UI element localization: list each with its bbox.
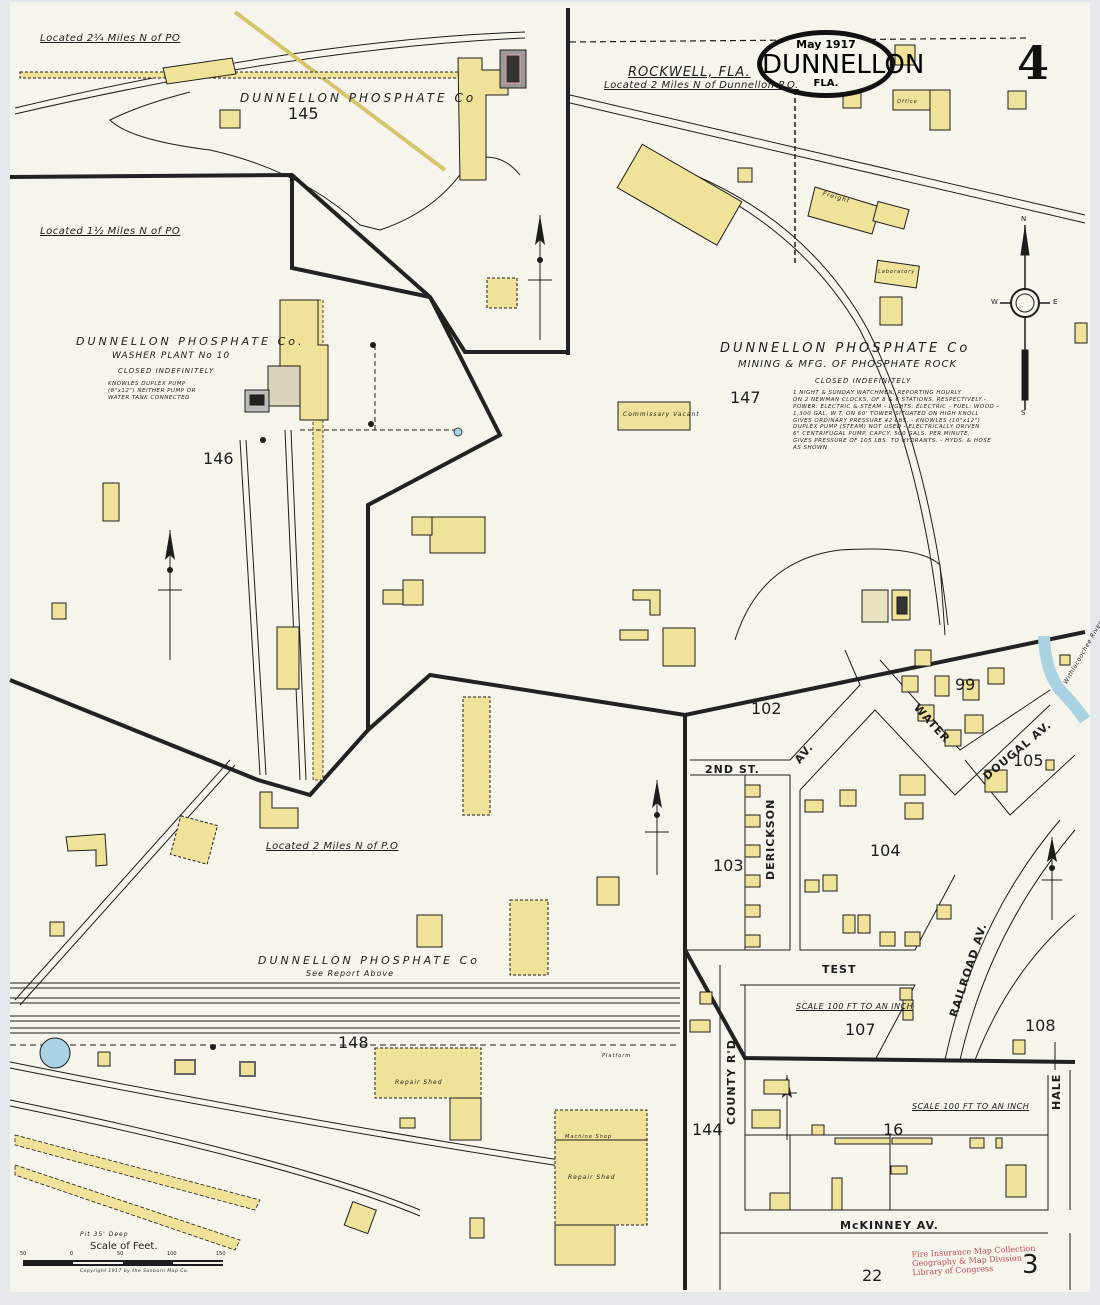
status-147: CLOSED INDEFINITELY [815,377,912,385]
pit-note: Pit 35' Deep [80,1231,129,1238]
scale-note-16: SCALE 100 FT TO AN INCH [912,1102,1030,1111]
washer-plant-10-title: WASHER PLANT No 10 [112,351,231,361]
washer-plant-10-note: KNOWLES DUPLEX PUMP (8"x12") NEITHER PUM… [108,381,196,401]
sheet-number: 4 [1017,36,1050,90]
block-16: 16 [883,1120,904,1139]
location-note-2mi: Located 2 Miles N of P.O [266,841,399,852]
adjoining-sheet-number: 3 [1022,1250,1039,1280]
block-99: 99 [955,675,976,694]
see-report-note: See Report Above [306,969,394,978]
state-name: FLA. [813,78,839,89]
block-104: 104 [870,841,901,860]
compass-east: E [1053,298,1058,306]
block-102: 102 [751,699,782,718]
block-145: 145 [288,104,319,123]
company-label-145: DUNNELLON PHOSPHATE Co [240,91,477,105]
street-hale: HALE [1050,1073,1063,1110]
block-108: 108 [1025,1016,1056,1035]
street-mckinney-av: McKINNEY AV. [840,1219,939,1232]
map-sheet [10,2,1090,1292]
street-derickson: DERICKSON [764,798,777,880]
block-146: 146 [203,449,234,468]
building-repair-shed-1: Repair Shed [395,1079,443,1086]
company-subtitle-147: MINING & MFG. OF PHOSPHATE ROCK [738,359,958,370]
building-commissary: Commissary Vacant [623,411,700,418]
street-2nd-st: 2ND ST. [705,763,760,776]
block-22: 22 [862,1266,883,1285]
block-105: 105 [1013,751,1044,770]
location-note-2-25mi: Located 2¼ Miles N of PO [40,33,181,44]
building-laboratory: Laboratory [878,269,916,275]
block-107: 107 [845,1020,876,1039]
building-office: Office [897,99,918,105]
fire-report-147: 1 NIGHT & SUNDAY WATCHMEN, REPORTING HOU… [793,390,999,451]
scale-note-107: SCALE 100 FT TO AN INCH [796,1002,914,1011]
compass-north: N [1021,215,1027,223]
compass-west: W [991,298,998,306]
block-103: 103 [713,856,744,875]
scale-tick-50l: 50 [20,1251,27,1257]
street-test: TEST [822,963,857,976]
company-label-148: DUNNELLON PHOSPHATE Co [258,954,480,967]
town-name: DUNNELLON [762,50,925,80]
building-repair-shed-2: Repair Shed [568,1174,616,1181]
rockwell-place: ROCKWELL, FLA. [628,65,751,80]
washer-plant-10-status: CLOSED INDEFINITELY [118,367,215,375]
company-label-146: DUNNELLON PHOSPHATE Co. [76,335,305,348]
compass-south: S [1021,409,1026,417]
block-148: 148 [338,1033,369,1052]
building-platform: Platform [602,1053,632,1059]
company-label-147: DUNNELLON PHOSPHATE Co [720,341,971,356]
scale-tick-100: 100 [167,1251,177,1257]
location-note-1-5mi: Located 1½ Miles N of PO [40,226,181,237]
map-date: May 1917 [796,38,856,51]
scale-title: Scale of Feet. [90,1241,158,1252]
scale-tick-50: 50 [117,1251,124,1257]
block-147: 147 [730,388,761,407]
map-title-cartouche: May 1917 DUNNELLON FLA. [757,30,925,98]
copyright: Copyright 1917 by the Sanborn Map Co. [80,1269,190,1274]
street-county-rd: COUNTY R'D [725,1039,738,1125]
scale-tick-0: 0 [70,1251,74,1257]
compass-rose [1000,225,1050,410]
rockwell-location-note: Located 2 Miles N of Dunnellon P.O. [604,80,799,91]
block-144: 144 [692,1120,723,1139]
scale-tick-150: 150 [216,1251,226,1257]
building-machine-shop: Machine Shop [565,1134,613,1140]
